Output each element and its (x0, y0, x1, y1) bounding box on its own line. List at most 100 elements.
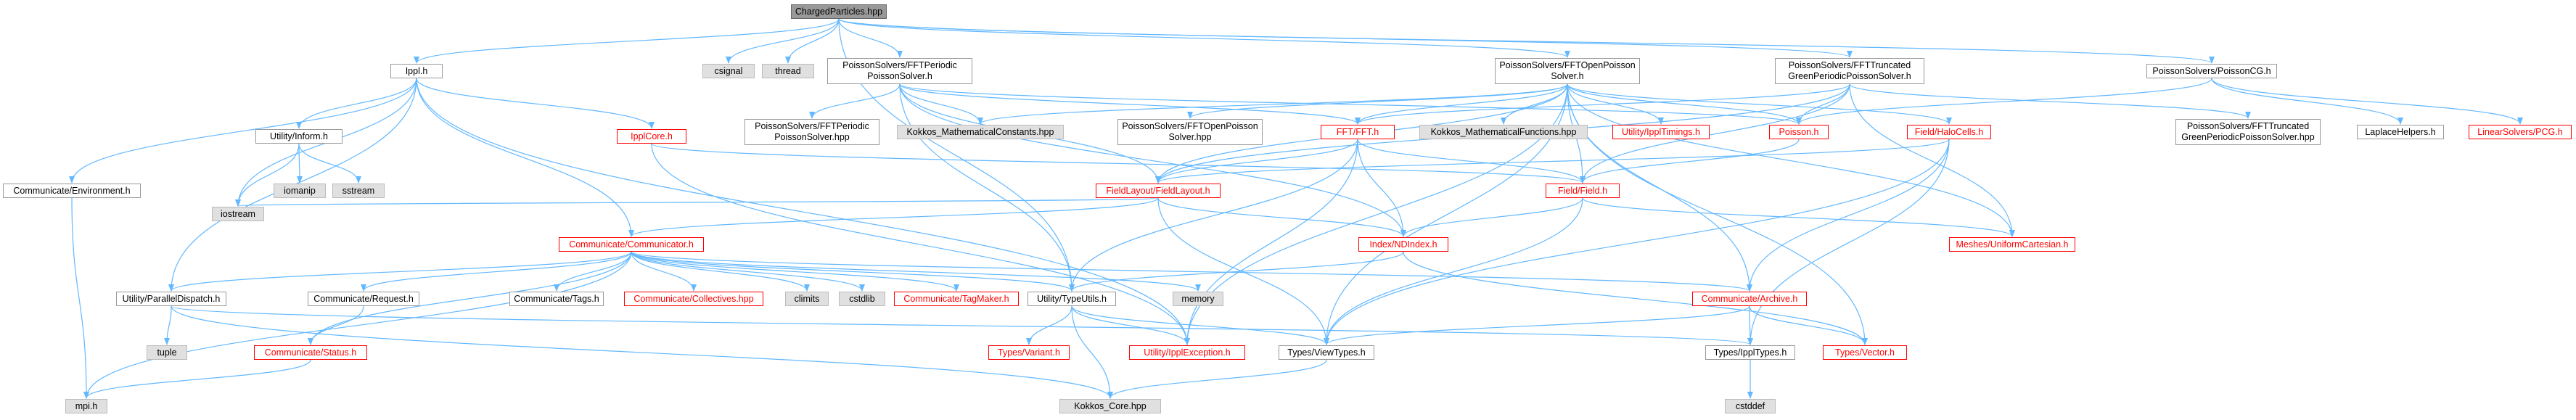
node-communicate-environment[interactable]: Communicate/Environment.h (3, 184, 141, 198)
edge-parallel-dispatch-to-kokkos-core (171, 305, 1113, 399)
edge-communicate-environment-to-mpi (71, 197, 89, 399)
node-kokkos-mathfunc: Kokkos_MathematicalFunctions.hpp (1419, 125, 1588, 139)
edge-communicator-to-communicate-collectives (631, 251, 697, 292)
node-communicate-request[interactable]: Communicate/Request.h (308, 292, 419, 306)
node-ndindex[interactable]: Index/NDIndex.h (1358, 237, 1448, 252)
node-fftperiodic-hpp[interactable]: PoissonSolvers/FFTPeriodic PoissonSolver… (745, 119, 879, 145)
edge-communicator-to-communicate-tagmaker (631, 251, 959, 292)
edge-fftperiodic-to-ndindex (899, 83, 1406, 237)
edge-ndindex-to-typeutils (1069, 251, 1404, 292)
edge-communicator-to-communicate-status (308, 251, 632, 345)
edge-ippl-to-communicator (416, 78, 634, 237)
node-ipplcore[interactable]: IpplCore.h (617, 129, 686, 144)
edge-communicator-to-parallel-dispatch (168, 251, 632, 292)
node-memory: memory (1173, 292, 1223, 306)
node-communicate-tagmaker[interactable]: Communicate/TagMaker.h (894, 292, 1019, 306)
node-uniformcartesian[interactable]: Meshes/UniformCartesian.h (1949, 237, 2075, 252)
node-fieldlayout[interactable]: FieldLayout/FieldLayout.h (1096, 184, 1221, 198)
edge-fftperiodic-to-poisson (899, 83, 1802, 125)
edge-fieldlayout-to-iostream (237, 197, 1159, 207)
node-fftopen-hpp[interactable]: PoissonSolvers/FFTOpenPoisson Solver.hpp (1117, 119, 1263, 145)
edge-fft-to-ipplexception (1184, 139, 1358, 345)
edge-halocells-to-fieldlayout (1155, 139, 1950, 184)
edge-ffttruncated-to-uniformcartesian (1849, 83, 2015, 237)
node-ffttruncated-hpp[interactable]: PoissonSolvers/FFTTruncated GreenPeriodi… (2175, 119, 2321, 145)
edge-ffttruncated-to-field (1580, 83, 1850, 184)
edge-communicator-to-memory (631, 251, 1201, 292)
node-poissoncg[interactable]: PoissonSolvers/PoissonCG.h (2146, 64, 2277, 78)
edge-communicator-to-communicate-request (361, 251, 632, 292)
edge-halocells-to-communicate-archive (1747, 139, 1950, 292)
node-chargedparticles[interactable]: ChargedParticles.hpp (791, 4, 887, 19)
edge-communicator-to-typeutils (631, 251, 1075, 292)
node-types-variant[interactable]: Types/Variant.h (988, 345, 1070, 360)
edge-field-to-ndindex (1400, 197, 1583, 237)
node-ippl[interactable]: Ippl.h (390, 64, 443, 78)
edge-poissoncg-to-linearsolvers-pcg (2211, 78, 2523, 125)
edge-ippl-to-ipplcore (416, 78, 655, 129)
edge-typeutils-to-kokkos-core (1071, 305, 1113, 399)
node-viewtypes[interactable]: Types/ViewTypes.h (1279, 345, 1374, 360)
node-communicate-tags[interactable]: Communicate/Tags.h (509, 292, 604, 306)
node-ffttruncated[interactable]: PoissonSolvers/FFTTruncated GreenPeriodi… (1775, 58, 1924, 84)
node-communicate-collectives[interactable]: Communicate/Collectives.hpp (624, 292, 763, 306)
edge-fftperiodic-to-fft (899, 83, 1361, 125)
edge-poissoncg-to-poisson (1796, 78, 2212, 125)
node-communicator[interactable]: Communicate/Communicator.h (559, 237, 704, 252)
node-fft[interactable]: FFT/FFT.h (1321, 125, 1395, 139)
node-ipplexception[interactable]: Utility/IpplException.h (1129, 345, 1245, 360)
edge-chargedparticles-to-csignal (726, 18, 840, 64)
node-cstddef: cstddef (1725, 399, 1776, 413)
node-poisson[interactable]: Poisson.h (1769, 125, 1829, 139)
edge-communicator-to-mpi (83, 251, 632, 399)
edge-fftperiodic-to-typeutils (899, 83, 1075, 292)
edge-poisson-to-field (1580, 139, 1800, 184)
edge-ipplcore-to-field (651, 143, 1586, 184)
node-utility-inform[interactable]: Utility/Inform.h (255, 129, 342, 144)
edge-communicator-to-communicate-tags (554, 251, 632, 292)
node-cstdlib: cstdlib (839, 292, 885, 306)
node-communicate-archive[interactable]: Communicate/Archive.h (1692, 292, 1807, 306)
node-tuple: tuple (147, 345, 187, 360)
edge-fftperiodic-to-kokkos-mathconst (899, 83, 983, 125)
dependency-edges (69, 18, 2523, 399)
node-communicate-status[interactable]: Communicate/Status.h (254, 345, 367, 360)
edge-fft-to-fieldlayout (1155, 139, 1358, 184)
edge-chargedparticles-to-poissoncg (838, 18, 2215, 64)
edge-fftopen-to-halocells (1567, 83, 1952, 125)
edge-field-to-uniformcartesian (1582, 197, 2015, 237)
edge-ffttruncated-to-fft (1355, 83, 1850, 125)
edge-fftopen-to-fft (1355, 83, 1568, 125)
edge-chargedparticles-to-fftopen (838, 18, 1570, 58)
edge-typeutils-to-ipplexception (1071, 305, 1190, 345)
edge-fft-to-field (1357, 139, 1586, 184)
edge-communicate-archive-to-viewtypes (1324, 305, 1750, 345)
node-halocells[interactable]: Field/HaloCells.h (1907, 125, 1991, 139)
node-kokkos-mathconst: Kokkos_MathematicalConstants.hpp (897, 125, 1064, 139)
node-fftopen[interactable]: PoissonSolvers/FFTOpenPoisson Solver.h (1495, 58, 1640, 84)
node-parallel-dispatch[interactable]: Utility/ParallelDispatch.h (116, 292, 226, 306)
node-csignal: csignal (702, 64, 755, 78)
edge-typeutils-to-types-variant (1026, 305, 1072, 345)
edge-parallel-dispatch-to-tuple (164, 305, 172, 345)
edge-halocells-to-ippltypes (1747, 139, 1950, 345)
edge-fieldlayout-to-ndindex (1157, 197, 1406, 237)
node-ippltypes[interactable]: Types/IpplTypes.h (1705, 345, 1795, 360)
node-types-vector[interactable]: Types/Vector.h (1823, 345, 1907, 360)
node-field[interactable]: Field/Field.h (1546, 184, 1620, 198)
node-kokkos-core: Kokkos_Core.hpp (1059, 399, 1161, 413)
node-typeutils[interactable]: Utility/TypeUtils.h (1027, 292, 1116, 306)
edge-halocells-to-viewtypes (1324, 139, 1950, 345)
node-linearsolvers-pcg[interactable]: LinearSolvers/PCG.h (2469, 125, 2572, 139)
edge-typeutils-to-viewtypes (1071, 305, 1329, 345)
edge-communicate-status-to-mpi (83, 359, 311, 399)
edge-utility-inform-to-iomanip (296, 143, 303, 184)
node-laplacehelpers[interactable]: LaplaceHelpers.h (2357, 125, 2444, 139)
edge-ndindex-to-types-vector (1403, 251, 1868, 345)
edge-chargedparticles-to-fftperiodic (838, 18, 903, 58)
edge-communicate-archive-to-types-vector (1749, 305, 1868, 345)
node-ippltimings[interactable]: Utility/IpplTimings.h (1612, 125, 1710, 139)
node-fftperiodic[interactable]: PoissonSolvers/FFTPeriodic PoissonSolver… (827, 58, 972, 84)
edge-ippl-to-communicate-environment (69, 78, 417, 184)
edge-ffttruncated-to-ffttruncated-hpp (1849, 83, 2251, 119)
